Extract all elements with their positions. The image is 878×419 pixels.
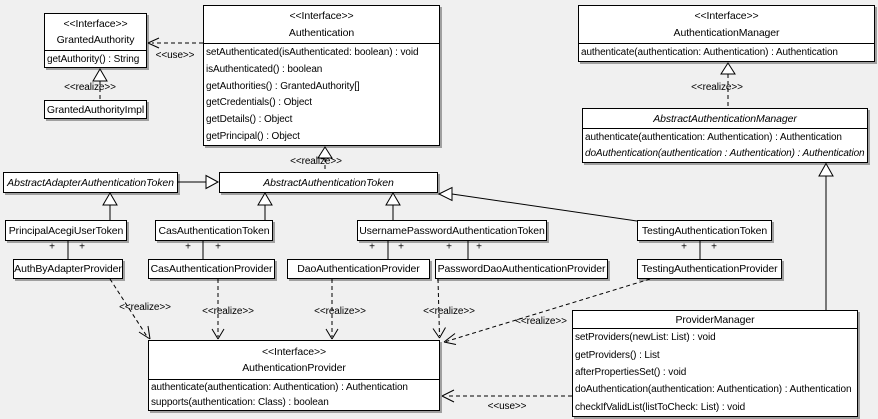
generalization-arrow-principalacegiusertoken bbox=[102, 192, 118, 220]
method-label: doAuthentication(authentication: Authent… bbox=[575, 384, 852, 396]
class-name: AbstractAdapterAuthenticationToken bbox=[7, 176, 174, 189]
stereotype-label: <<Interface>> bbox=[63, 18, 128, 30]
method-label: setProviders(newList: List) : void bbox=[575, 332, 716, 344]
multiplicity-label: + bbox=[681, 241, 687, 253]
class-name: AuthenticationManager bbox=[673, 26, 780, 39]
class-box-dao-authentication-provider: DaoAuthenticationProvider bbox=[287, 259, 430, 279]
method-label: getProviders() : List bbox=[575, 349, 660, 361]
method-label: getCredentials() : Object bbox=[206, 97, 312, 109]
class-header: <<Interface>> Authentication bbox=[204, 6, 439, 44]
realize-label: <<realize>> bbox=[290, 156, 342, 167]
method-label: doAuthentication(authentication : Authen… bbox=[585, 148, 865, 160]
class-box-granted-authority-impl: GrantedAuthorityImpl bbox=[44, 100, 147, 119]
class-box-abstract-authentication-token: AbstractAuthenticationToken bbox=[219, 172, 438, 193]
association-lines bbox=[67, 241, 701, 259]
realize-label: <<realize>> bbox=[515, 316, 567, 327]
realize-label: <<realize>> bbox=[691, 82, 743, 93]
method-label: getPrincipal() : Object bbox=[206, 131, 300, 143]
method-label: supports(authentication: Class) : boolea… bbox=[151, 397, 329, 408]
method-label: authenticate(authentication: Authenticat… bbox=[151, 382, 408, 393]
use-label: <<use>> bbox=[155, 50, 195, 61]
class-box-authentication-provider: <<Interface>> AuthenticationProvider aut… bbox=[148, 340, 440, 411]
method-label: getDetails() : Object bbox=[206, 114, 293, 126]
generalization-arrow-casauthenticationtoken bbox=[257, 192, 273, 220]
class-box-testing-authentication-provider: TestingAuthenticationProvider bbox=[637, 259, 782, 279]
class-box-principal-acegi-user-token: PrincipalAcegiUserToken bbox=[5, 220, 127, 241]
class-box-cas-authentication-provider: CasAuthenticationProvider bbox=[148, 259, 275, 279]
class-header: <<Interface>> GrantedAuthority bbox=[45, 14, 146, 51]
realize-label: <<realize>> bbox=[423, 306, 475, 317]
class-name: TestingAuthenticationToken bbox=[641, 224, 768, 237]
class-header: <<Interface>> AuthenticationProvider bbox=[149, 341, 439, 380]
generalization-arrow-usernamepasswordtoken bbox=[385, 192, 401, 220]
multiplicity-label: + bbox=[49, 241, 55, 253]
multiplicity-label: + bbox=[398, 241, 404, 253]
class-name: AbstractAuthenticationToken bbox=[263, 176, 394, 189]
method-label: getAuthorities() : GrantedAuthority[] bbox=[206, 80, 360, 92]
method-label: afterPropertiesSet() : void bbox=[575, 367, 687, 379]
generalization-arrow-providermanager bbox=[818, 162, 834, 310]
class-name: CasAuthenticationProvider bbox=[150, 263, 273, 275]
generalization-arrow-abstractadapter bbox=[178, 174, 220, 190]
class-name: PrincipalAcegiUserToken bbox=[8, 224, 124, 237]
class-name: ProviderManager bbox=[675, 313, 755, 326]
class-box-abstract-adapter-authentication-token: AbstractAdapterAuthenticationToken bbox=[3, 172, 178, 193]
realize-label: <<realize>> bbox=[119, 302, 171, 313]
class-header: <<Interface>> AuthenticationManager bbox=[579, 6, 874, 44]
class-name: PasswordDaoAuthenticationProvider bbox=[437, 263, 606, 275]
class-box-password-dao-authentication-provider: PasswordDaoAuthenticationProvider bbox=[435, 259, 608, 279]
method-label: getAuthority() : String bbox=[47, 53, 140, 65]
multiplicity-label: + bbox=[215, 241, 221, 253]
method-label: isAuthenticated() : boolean bbox=[206, 63, 323, 75]
method-label: authenticate(authentication: Authenticat… bbox=[585, 131, 842, 143]
class-name: GrantedAuthorityImpl bbox=[46, 103, 145, 116]
class-name: AuthenticationProvider bbox=[242, 362, 346, 375]
class-box-auth-by-adapter-provider: AuthByAdapterProvider bbox=[13, 259, 123, 279]
class-box-provider-manager: ProviderManager setProviders(newList: Li… bbox=[572, 310, 858, 417]
multiplicity-label: + bbox=[369, 241, 375, 253]
class-header: AbstractAuthenticationManager bbox=[583, 109, 867, 129]
class-header: ProviderManager bbox=[573, 311, 857, 329]
class-box-cas-authentication-token: CasAuthenticationToken bbox=[155, 220, 273, 241]
class-box-authentication-manager: <<Interface>> AuthenticationManager auth… bbox=[578, 5, 875, 62]
class-name: GrantedAuthority bbox=[56, 34, 135, 46]
multiplicity-label: + bbox=[476, 241, 482, 253]
class-box-username-password-authentication-token: UsernamePasswordAuthenticationToken bbox=[357, 220, 547, 241]
multiplicity-label: + bbox=[446, 241, 452, 253]
stereotype-label: <<Interface>> bbox=[289, 10, 354, 23]
class-name: AuthByAdapterProvider bbox=[14, 263, 122, 275]
class-box-testing-authentication-token: TestingAuthenticationToken bbox=[637, 220, 772, 241]
class-name: CasAuthenticationToken bbox=[158, 224, 270, 237]
class-box-abstract-authentication-manager: AbstractAuthenticationManager authentica… bbox=[582, 108, 868, 163]
stereotype-label: <<Interface>> bbox=[261, 345, 327, 358]
class-name: UsernamePasswordAuthenticationToken bbox=[359, 224, 545, 237]
method-label: setAuthenticated(isAuthenticated: boolea… bbox=[206, 46, 419, 58]
class-box-authentication: <<Interface>> Authentication setAuthenti… bbox=[203, 5, 440, 146]
use-label: <<use>> bbox=[487, 401, 527, 412]
realize-label: <<realize>> bbox=[64, 82, 116, 93]
multiplicity-label: + bbox=[79, 241, 85, 253]
class-box-granted-authority: <<Interface>> GrantedAuthority getAuthor… bbox=[44, 13, 147, 68]
realize-label: <<realize>> bbox=[202, 306, 254, 317]
class-name: AbstractAuthenticationManager bbox=[653, 112, 797, 125]
realize-label: <<realize>> bbox=[314, 306, 366, 317]
method-label: checkIfValidList(listToCheck: List) : vo… bbox=[575, 401, 746, 413]
stereotype-label: <<Interface>> bbox=[694, 10, 759, 23]
multiplicity-label: + bbox=[185, 241, 191, 253]
class-name: DaoAuthenticationProvider bbox=[297, 263, 420, 275]
class-name: Authentication bbox=[288, 26, 355, 39]
multiplicity-label: + bbox=[711, 241, 717, 253]
class-name: TestingAuthenticationProvider bbox=[641, 263, 778, 275]
method-label: authenticate(authentication: Authenticat… bbox=[581, 47, 838, 58]
use-arrow-authentication-grantedauthority bbox=[147, 37, 203, 49]
generalization-arrow-testingauthenticationtoken bbox=[437, 186, 638, 222]
